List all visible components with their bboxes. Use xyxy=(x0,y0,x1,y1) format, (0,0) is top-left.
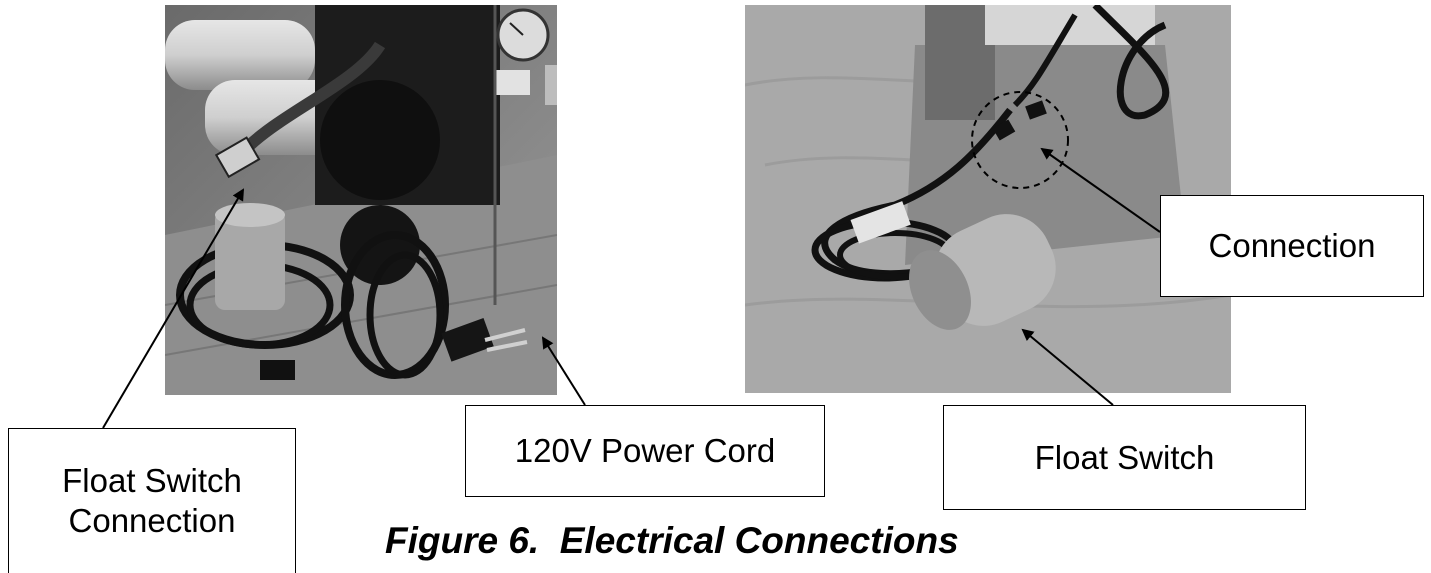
callout-line-1: Float Switch xyxy=(62,462,242,499)
callout-power-cord-label: 120V Power Cord xyxy=(514,432,776,469)
arrow-float-switch xyxy=(1021,328,1114,406)
callout-float-switch: Float Switch xyxy=(943,405,1306,510)
figure-caption: Figure 6. Electrical Connections xyxy=(385,520,959,561)
callout-float-switch-connection: Float Switch Connection xyxy=(8,428,296,573)
callout-float-switch-label: Float Switch xyxy=(1034,438,1215,476)
arrow-power-cord xyxy=(541,336,586,406)
callout-connection-label: Connection xyxy=(1208,227,1376,264)
callout-connection: Connection xyxy=(1160,195,1424,297)
left-photo xyxy=(165,5,557,395)
arrow-connection xyxy=(1040,147,1161,233)
callout-power-cord: 120V Power Cord xyxy=(465,405,825,497)
arrow-float-switch-connection xyxy=(102,188,245,429)
callout-line-2: Connection xyxy=(68,502,236,539)
